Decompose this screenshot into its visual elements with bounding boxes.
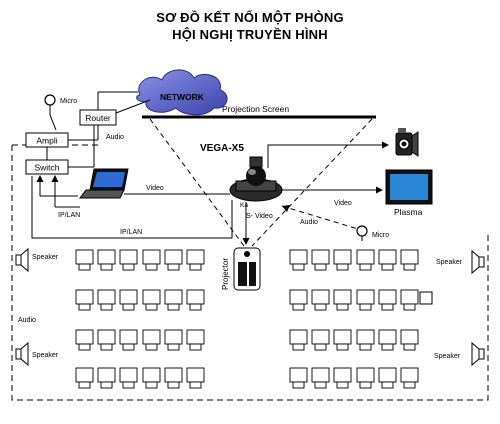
seat-icon [378, 329, 397, 351]
speaker-bottom-left-label: Speaker [32, 352, 59, 359]
room-outline [11, 145, 489, 401]
diagram-title-line1: SƠ ĐỒ KẾT NỐI MỘT PHÒNG [156, 10, 344, 25]
vega-label: VEGA-X5 [200, 143, 244, 154]
speaker-bottom-right-icon [471, 341, 485, 367]
seat-icon [378, 367, 397, 389]
speaker-bottom-right-label: Speaker [434, 353, 461, 360]
seat-icon [378, 289, 397, 311]
seat-icon [333, 367, 352, 389]
seat-icon [356, 367, 375, 389]
ip-lan-label-1: IP/LAN [58, 212, 80, 219]
micro-top-icon [44, 94, 57, 131]
ampli-label: Ampli [36, 136, 57, 146]
seat-icon [97, 329, 116, 351]
seat-icon [186, 329, 205, 351]
seat-icon [119, 289, 138, 311]
video-laptop-label: Video [146, 185, 164, 192]
router-label: Router [85, 113, 111, 123]
seat-icon [311, 249, 330, 271]
seat-icon [75, 289, 94, 311]
seat-icon [333, 329, 352, 351]
seat-icon [356, 289, 375, 311]
svg-text:Ka: Ka [240, 202, 248, 209]
seat-icon [119, 367, 138, 389]
speaker-bottom-left-icon [15, 341, 29, 367]
seat-icon [400, 289, 419, 311]
seat-icon [142, 329, 161, 351]
diagram-title-line2: HỘI NGHỊ TRUYỀN HÌNH [172, 27, 328, 42]
speaker-top-right-label: Speaker [436, 259, 463, 266]
seat-icon [400, 329, 419, 351]
projection-beam-left [149, 118, 245, 247]
seat-icon [400, 249, 419, 271]
seat-icon [356, 329, 375, 351]
router-network-link [115, 99, 151, 114]
seat-icon [333, 249, 352, 271]
speaker-top-right-icon [471, 249, 485, 275]
switch-label: Switch [34, 163, 59, 173]
seat-icon [356, 249, 375, 271]
seat-icon [142, 289, 161, 311]
seat-icon [97, 367, 116, 389]
switch-vega-lan-link [31, 176, 233, 239]
vega-micro-link [281, 205, 369, 233]
speaker-top-left-icon [15, 247, 29, 273]
plasma-label: Plasma [394, 207, 423, 217]
seat-icon [164, 249, 183, 271]
seat-icon [119, 329, 138, 351]
vega-codec-icon [229, 156, 283, 202]
seat-icon [119, 249, 138, 271]
projection-screen-label: Projection Screen [222, 104, 289, 114]
seat-icon [97, 289, 116, 311]
video-plasma-label: Video [334, 200, 352, 207]
audio-micro-label: Audio [300, 219, 318, 226]
seat-icon [311, 289, 330, 311]
seat-icon [164, 289, 183, 311]
seat-icon [311, 367, 330, 389]
seat-icon [289, 249, 308, 271]
seat-icon [311, 329, 330, 351]
audio-left-label: Audio [18, 317, 36, 324]
seat-icon [164, 367, 183, 389]
micro-bottom-label: Micro [372, 232, 389, 239]
projector-label: Projector [221, 258, 230, 290]
camera-side-icon [419, 291, 433, 305]
seat-icon [75, 367, 94, 389]
seat-icon [75, 249, 94, 271]
video-camera-icon [395, 128, 419, 157]
speaker-top-left-label: Speaker [32, 254, 59, 261]
seat-icon [289, 289, 308, 311]
seat-icon [400, 367, 419, 389]
seat-icon [97, 249, 116, 271]
seat-icon [164, 329, 183, 351]
micro-bottom-icon [356, 225, 368, 241]
projection-beam-right [251, 118, 373, 247]
seating-area [75, 249, 433, 389]
s-video-label: S- Video [246, 213, 273, 220]
seat-icon [186, 249, 205, 271]
seat-icon [378, 249, 397, 271]
laptop-icon [79, 168, 129, 199]
micro-top-label: Micro [60, 98, 77, 105]
seat-icon [289, 329, 308, 351]
seat-icon [289, 367, 308, 389]
seat-icon [142, 367, 161, 389]
vega-camera-link [267, 141, 389, 168]
seat-icon [75, 329, 94, 351]
network-cloud-icon [136, 69, 228, 116]
ip-lan-label-2: IP/LAN [120, 229, 142, 236]
seat-icon [142, 249, 161, 271]
plasma-tv-icon [385, 169, 433, 205]
seat-icon [333, 289, 352, 311]
network-label: NETWORK [160, 92, 205, 102]
projector-icon [233, 247, 261, 291]
seat-icon [186, 367, 205, 389]
seat-icon [186, 289, 205, 311]
audio-router-label: Audio [106, 134, 124, 141]
